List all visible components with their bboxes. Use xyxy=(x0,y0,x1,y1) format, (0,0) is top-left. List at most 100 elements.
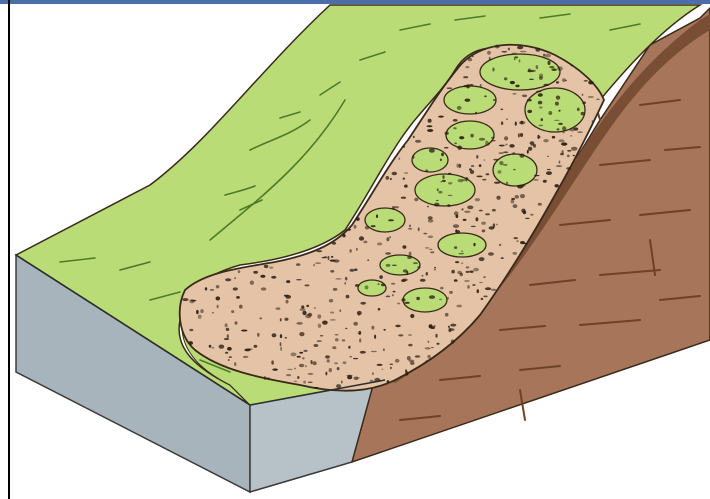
debris-speck xyxy=(402,245,406,249)
debris-speck xyxy=(210,289,214,291)
debris-speck xyxy=(536,91,541,93)
debris-speck xyxy=(465,99,471,102)
debris-speck xyxy=(434,267,436,269)
debris-speck xyxy=(296,263,300,266)
debris-speck xyxy=(472,284,475,286)
debris-speck xyxy=(287,369,293,370)
debris-speck xyxy=(557,128,560,130)
debris-speck xyxy=(467,206,473,210)
debris-speck xyxy=(301,305,304,308)
debris-speck xyxy=(280,318,282,321)
debris-speck xyxy=(379,275,383,279)
debris-speck xyxy=(377,242,382,245)
debris-speck xyxy=(453,119,458,122)
debris-speck xyxy=(506,119,508,120)
debris-speck xyxy=(539,74,543,78)
debris-speck xyxy=(441,153,444,157)
debris-speck xyxy=(459,136,464,139)
debris-speck xyxy=(356,248,358,251)
debris-speck xyxy=(308,373,314,375)
debris-speck xyxy=(548,61,551,65)
debris-speck xyxy=(425,169,428,172)
debris-speck xyxy=(238,270,241,273)
debris-speck xyxy=(555,184,559,187)
debris-speck xyxy=(314,387,319,389)
debris-speck xyxy=(294,381,297,382)
debris-speck xyxy=(334,259,340,262)
left-frame-line xyxy=(8,0,10,499)
debris-speck xyxy=(475,112,477,114)
debris-speck xyxy=(337,367,340,370)
debris-speck xyxy=(468,58,472,62)
debris-speck xyxy=(260,275,265,278)
debris-speck xyxy=(297,356,301,358)
debris-speck xyxy=(234,277,236,279)
debris-speck xyxy=(414,198,418,201)
debris-speck xyxy=(562,126,566,130)
debris-speck xyxy=(484,95,487,97)
debris-speck xyxy=(231,310,234,313)
debris-speck xyxy=(489,226,495,229)
debris-speck xyxy=(543,84,549,86)
debris-speck xyxy=(514,56,518,58)
debris-speck xyxy=(264,376,266,380)
debris-speck xyxy=(308,382,313,383)
debris-speck xyxy=(519,59,521,62)
debris-speck xyxy=(233,287,238,290)
debris-speck xyxy=(503,164,508,165)
debris-speck xyxy=(200,309,203,313)
debris-speck xyxy=(296,322,302,325)
debris-speck xyxy=(439,299,442,301)
debris-speck xyxy=(395,325,401,328)
debris-speck xyxy=(438,191,442,194)
debris-speck xyxy=(335,334,339,335)
debris-speck xyxy=(482,229,486,232)
debris-speck xyxy=(484,159,486,160)
debris-speck xyxy=(588,96,594,98)
debris-speck xyxy=(513,169,515,171)
debris-speck xyxy=(458,164,461,168)
debris-speck xyxy=(466,271,470,273)
debris-speck xyxy=(464,280,470,281)
debris-speck xyxy=(328,256,330,260)
debris-speck xyxy=(317,314,321,318)
debris-speck xyxy=(365,226,370,230)
debris-speck xyxy=(391,283,395,285)
debris-speck xyxy=(466,178,468,182)
debris-speck xyxy=(344,282,346,285)
debris-speck xyxy=(335,338,339,341)
debris-speck xyxy=(317,340,322,341)
debris-speck xyxy=(496,196,500,200)
debris-speck xyxy=(405,371,408,375)
debris-speck xyxy=(425,360,427,362)
debris-speck xyxy=(463,219,467,221)
debris-speck xyxy=(551,68,556,71)
debris-speck xyxy=(556,165,562,167)
debris-speck xyxy=(519,121,525,124)
debris-speck xyxy=(334,362,338,364)
debris-speck xyxy=(359,236,364,240)
debris-speck xyxy=(408,344,412,347)
debris-speck xyxy=(571,65,574,66)
debris-speck xyxy=(431,347,434,348)
debris-speck xyxy=(519,154,524,158)
debris-speck xyxy=(365,285,369,289)
debris-speck xyxy=(209,345,212,348)
debris-speck xyxy=(481,222,486,225)
debris-speck xyxy=(428,341,430,343)
debris-speck xyxy=(418,227,420,231)
debris-speck xyxy=(330,319,336,320)
debris-speck xyxy=(302,311,306,315)
debris-speck xyxy=(514,58,516,60)
debris-speck xyxy=(495,45,500,49)
debris-speck xyxy=(345,328,347,329)
debris-speck xyxy=(358,331,361,335)
debris-speck xyxy=(318,324,321,328)
debris-speck xyxy=(385,252,391,254)
debris-speck xyxy=(570,135,572,136)
debris-speck xyxy=(189,329,193,331)
debris-speck xyxy=(330,270,334,273)
debris-speck xyxy=(285,337,287,339)
debris-speck xyxy=(504,136,508,140)
